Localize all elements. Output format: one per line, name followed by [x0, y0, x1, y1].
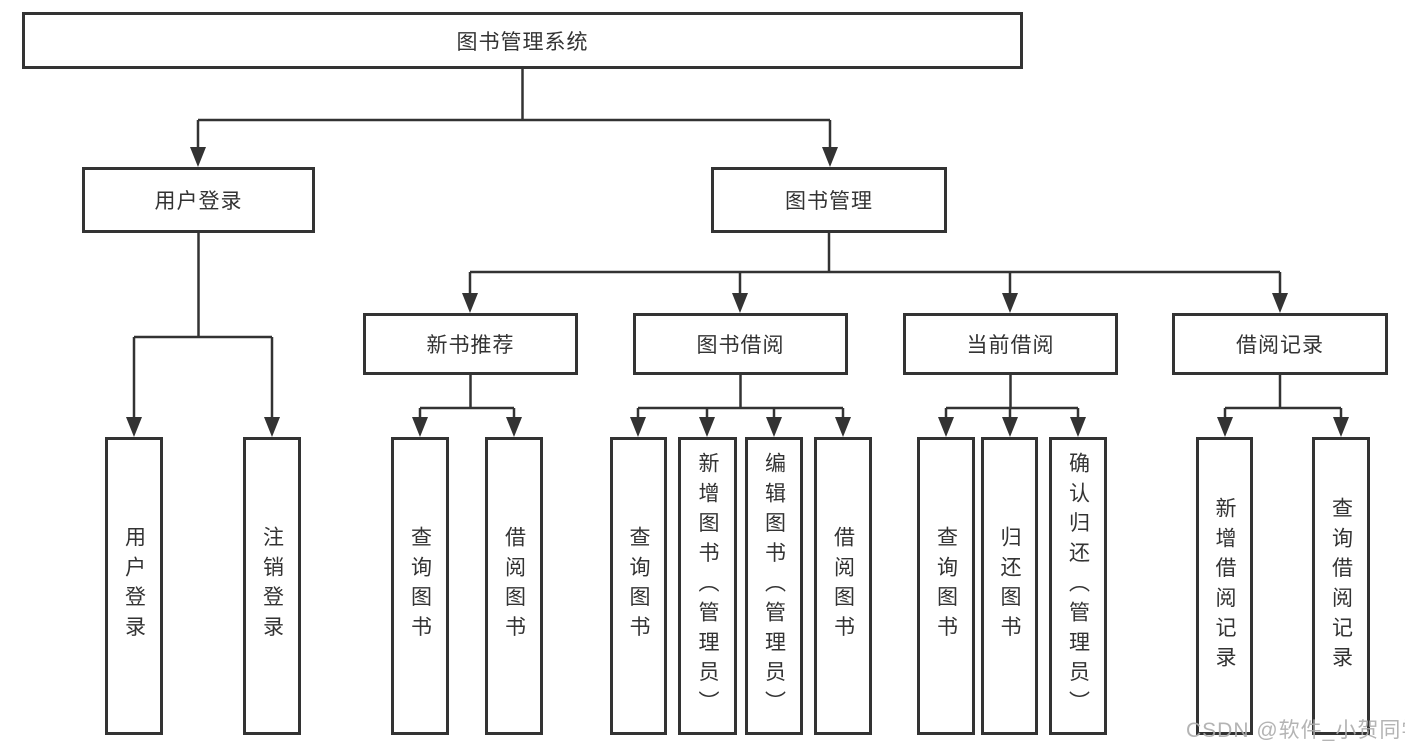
- arrowheads: [126, 147, 1349, 437]
- leaf-borrowing-add-book-admin: 新增图书（管理员）: [678, 437, 737, 735]
- leaf-borrowing-query-books: 查询图书: [610, 437, 667, 735]
- node-book-borrowing: 图书借阅: [633, 313, 848, 375]
- leaf-records-add-record: 新增借阅记录: [1196, 437, 1253, 735]
- node-borrowing-records: 借阅记录: [1172, 313, 1388, 375]
- leaf-records-query-record: 查询借阅记录: [1312, 437, 1370, 735]
- node-library-system: 图书管理系统: [22, 12, 1023, 69]
- leaf-borrowing-borrow-books: 借阅图书: [814, 437, 872, 735]
- leaf-logout: 注销登录: [243, 437, 301, 735]
- leaf-current-query-books: 查询图书: [917, 437, 975, 735]
- leaf-recommend-query-books: 查询图书: [391, 437, 449, 735]
- node-book-management-module: 图书管理: [711, 167, 947, 233]
- leaf-borrowing-edit-book-admin: 编辑图书（管理员）: [745, 437, 803, 735]
- leaf-recommend-borrow-books: 借阅图书: [485, 437, 543, 735]
- csdn-watermark: CSDN @软件_小贺同学: [1186, 719, 1405, 742]
- leaf-current-return-books: 归还图书: [981, 437, 1038, 735]
- node-new-book-recommendation: 新书推荐: [363, 313, 578, 375]
- leaf-user-login: 用户登录: [105, 437, 163, 735]
- leaf-current-confirm-return-admin: 确认归还（管理员）: [1049, 437, 1107, 735]
- node-user-login-module: 用户登录: [82, 167, 315, 233]
- node-current-borrowing: 当前借阅: [903, 313, 1118, 375]
